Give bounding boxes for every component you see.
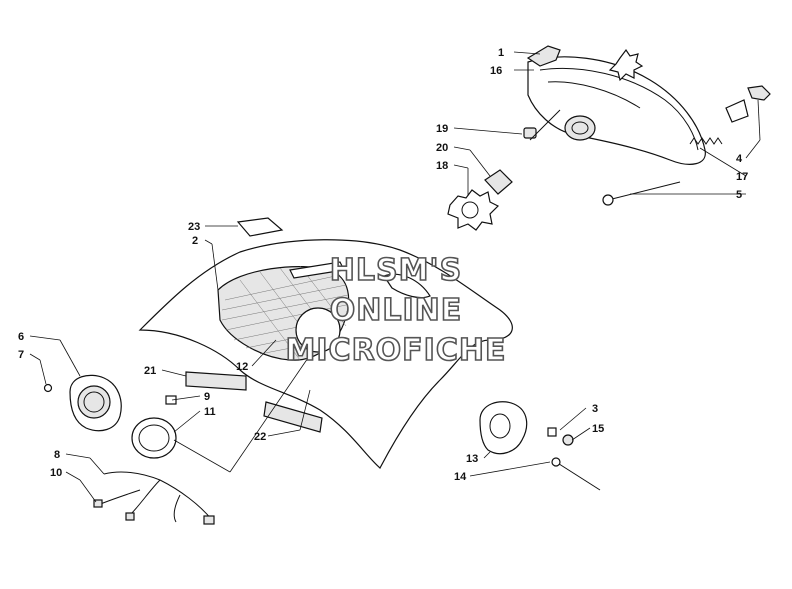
gauge-screw <box>43 383 53 393</box>
callout-8: 8 <box>54 449 60 461</box>
gauge-assembly <box>43 374 215 525</box>
gauge-opening <box>295 307 341 353</box>
washer <box>562 434 574 446</box>
decal-22 <box>263 401 323 433</box>
callout-7: 7 <box>18 349 24 361</box>
callout-12: 12 <box>236 361 248 373</box>
headlight-housing <box>527 56 706 165</box>
hood-vent <box>289 261 345 279</box>
callout-14: 14 <box>454 471 467 483</box>
callout-2: 2 <box>192 235 198 247</box>
callout-16: 16 <box>490 65 502 77</box>
wiring-harness <box>97 471 213 523</box>
callout-3: 3 <box>592 403 598 415</box>
callout-17: 17 <box>736 171 748 183</box>
adjuster-bolt <box>607 181 681 201</box>
part-callouts: 1 16 19 20 18 4 17 5 23 2 6 7 21 12 9 11… <box>18 47 748 483</box>
decal-23 <box>236 217 284 237</box>
switch-housing-assembly <box>479 401 601 491</box>
gauge-clip <box>165 395 177 405</box>
callout-22: 22 <box>254 431 266 443</box>
callout-9: 9 <box>204 391 210 403</box>
watermark-line-2: ONLINE <box>330 293 463 328</box>
switch-cable <box>555 461 601 491</box>
callout-11: 11 <box>204 406 216 418</box>
callout-21: 21 <box>144 365 156 377</box>
housing-clip <box>526 45 561 67</box>
callout-23: 23 <box>188 221 200 233</box>
callout-1: 1 <box>498 47 504 59</box>
nut <box>547 427 557 437</box>
retainer-ring-star <box>447 189 500 231</box>
decal-21 <box>185 371 247 391</box>
gauge-face <box>77 385 111 419</box>
reflector-socket <box>564 115 596 141</box>
gauge-ring <box>131 417 177 459</box>
watermark-line-3: MICROFICHE <box>286 333 507 368</box>
watermark-line-1: HLSM'S <box>330 253 462 288</box>
callout-19: 19 <box>436 123 448 135</box>
callout-10: 10 <box>50 467 62 479</box>
adjuster-knob <box>608 48 644 82</box>
callout-18: 18 <box>436 160 448 172</box>
callout-20: 20 <box>436 142 448 154</box>
callout-4: 4 <box>736 153 743 165</box>
watermark: HLSM'S ONLINE MICROFICHE <box>285 252 507 369</box>
headlight-housing-assembly <box>447 45 771 231</box>
adjuster-spring <box>689 137 723 145</box>
bulb-socket <box>484 169 513 195</box>
callout-5: 5 <box>736 189 742 201</box>
bulb <box>523 127 537 139</box>
leader-lines <box>29 51 761 503</box>
switch-housing <box>479 401 528 455</box>
callout-6: 6 <box>18 331 24 343</box>
dash-hood-assembly <box>138 217 513 469</box>
callout-13: 13 <box>466 453 478 465</box>
mount-bracket <box>747 85 771 101</box>
callout-15: 15 <box>592 423 604 435</box>
